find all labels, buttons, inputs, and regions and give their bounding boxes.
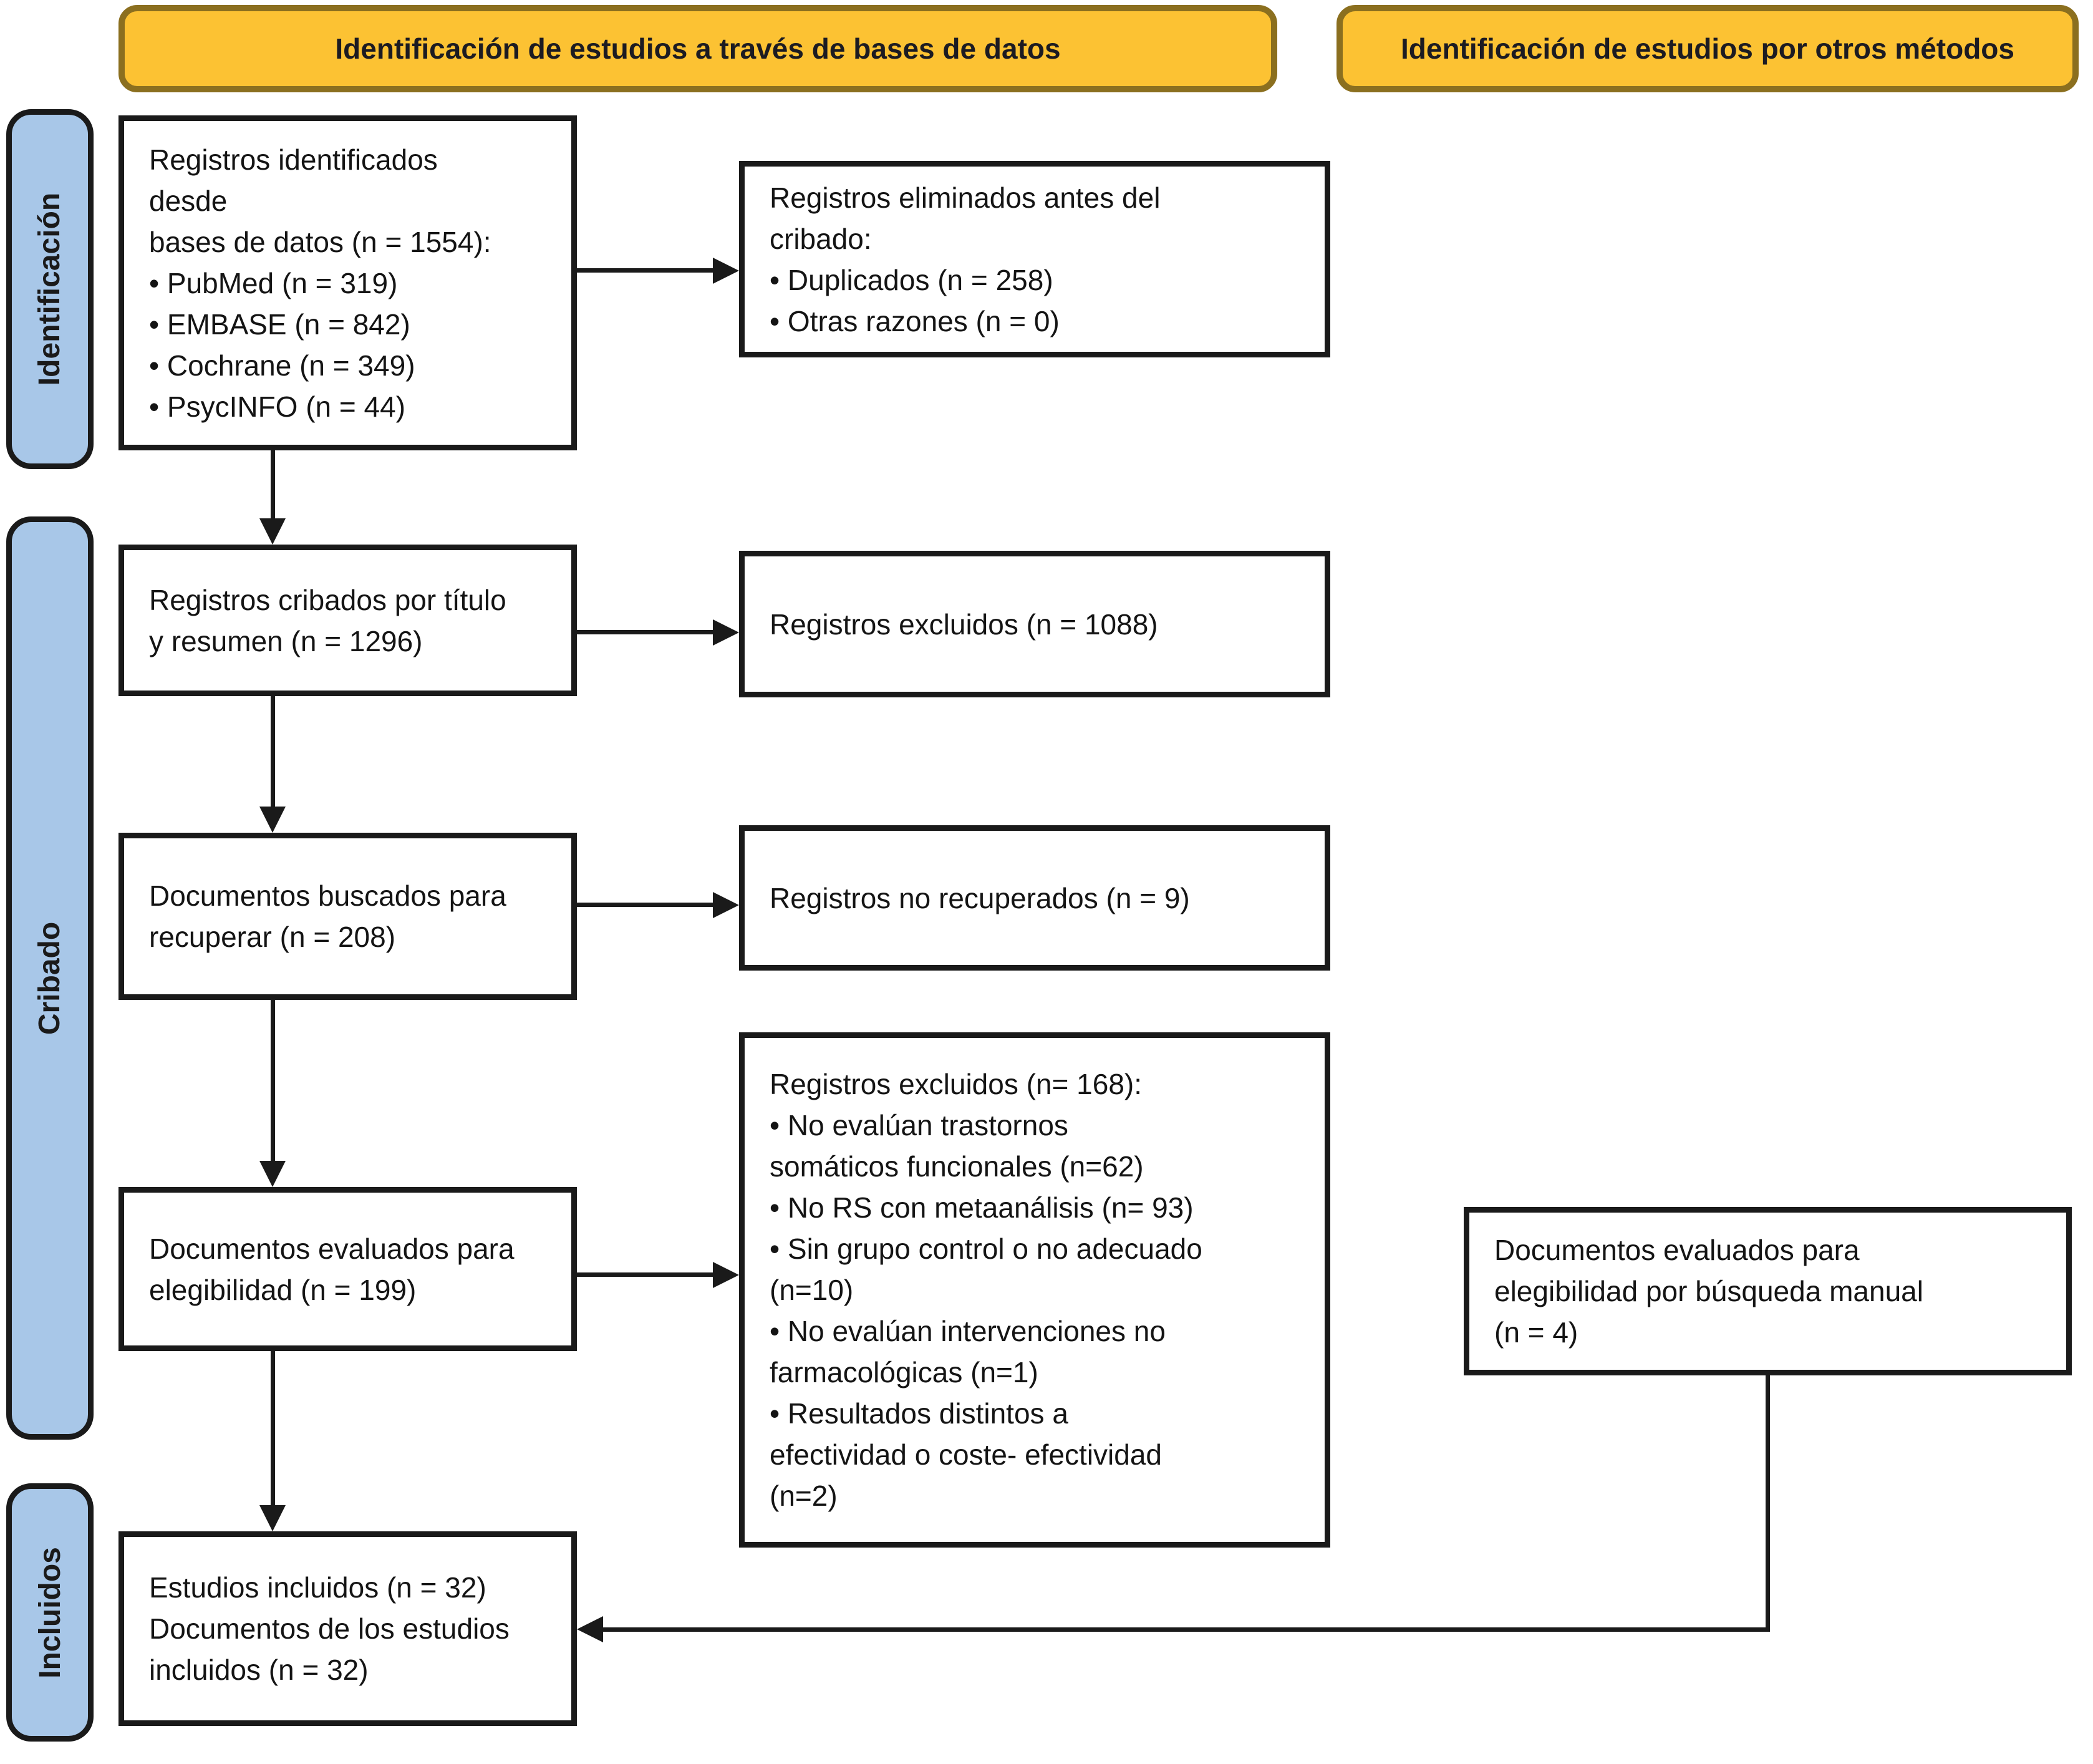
box-studies-included-text: Estudios incluidos (n = 32) Documentos d… [149,1571,510,1686]
box-records-removed-before-screening-text: Registros eliminados antes del cribado: … [770,181,1161,337]
box-manual-search-assessed-text: Documentos evaluados para elegibilidad p… [1494,1234,1923,1349]
arrow-manual-to-included-head [577,1616,603,1642]
box-records-screened: Registros cribados por título y resumen … [118,545,577,696]
box-records-removed-before-screening: Registros eliminados antes del cribado: … [739,161,1330,357]
stage-identification-label: Identificación [33,192,67,386]
arrow-screened-to-sought-line [271,696,275,809]
stage-screening-label: Cribado [33,921,67,1035]
box-records-excluded-reasons: Registros excluidos (n= 168): • No evalú… [739,1032,1330,1548]
box-reports-assessed-text: Documentos evaluados para elegibilidad (… [149,1232,515,1306]
arrow-sought-to-assessed-line [271,1000,275,1163]
arrow-manual-to-included-vertical [1766,1375,1770,1632]
arrow-screened-to-excluded-line [577,630,717,634]
box-records-identified-text: Registros identificados desde bases de d… [149,143,491,423]
box-records-excluded-reasons-text: Registros excluidos (n= 168): • No evalú… [770,1068,1202,1512]
box-records-excluded: Registros excluidos (n = 1088) [739,551,1330,697]
arrow-sought-to-not-retrieved-line [577,903,717,907]
header-databases: Identificación de estudios a través de b… [118,5,1277,92]
box-studies-included: Estudios incluidos (n = 32) Documentos d… [118,1531,577,1726]
arrow-sought-to-assessed-head [259,1161,286,1187]
arrow-screened-to-sought-head [259,807,286,833]
stage-included-label: Incluidos [33,1546,67,1679]
arrow-identified-to-screened-head [259,518,286,545]
arrow-identified-to-removed-line [577,268,717,273]
stage-included: Incluidos [6,1483,94,1742]
box-records-not-retrieved-text: Registros no recuperados (n = 9) [770,881,1190,914]
arrow-assessed-to-included-head [259,1505,286,1531]
arrow-identified-to-removed-head [713,258,739,284]
box-reports-sought: Documentos buscados para recuperar (n = … [118,833,577,1000]
box-manual-search-assessed: Documentos evaluados para elegibilidad p… [1464,1207,2072,1375]
arrow-sought-to-not-retrieved-head [713,892,739,918]
box-records-excluded-text: Registros excluidos (n = 1088) [770,608,1158,641]
stage-screening: Cribado [6,516,94,1440]
header-other-methods: Identificación de estudios por otros mét… [1337,5,2079,92]
arrow-manual-to-included-horizontal [601,1627,1770,1632]
box-records-identified: Registros identificados desde bases de d… [118,115,577,450]
arrow-assessed-to-excluded-reasons-line [577,1272,717,1277]
arrow-identified-to-screened-line [271,450,275,521]
box-records-screened-text: Registros cribados por título y resumen … [149,583,506,657]
box-records-not-retrieved: Registros no recuperados (n = 9) [739,825,1330,971]
box-reports-sought-text: Documentos buscados para recuperar (n = … [149,880,506,953]
arrow-screened-to-excluded-head [713,619,739,646]
stage-identification: Identificación [6,109,94,469]
arrow-assessed-to-included-line [271,1351,275,1508]
header-databases-label: Identificación de estudios a través de b… [335,32,1061,65]
arrow-assessed-to-excluded-reasons-head [713,1262,739,1288]
box-reports-assessed: Documentos evaluados para elegibilidad (… [118,1187,577,1351]
header-other-methods-label: Identificación de estudios por otros mét… [1401,32,2014,65]
